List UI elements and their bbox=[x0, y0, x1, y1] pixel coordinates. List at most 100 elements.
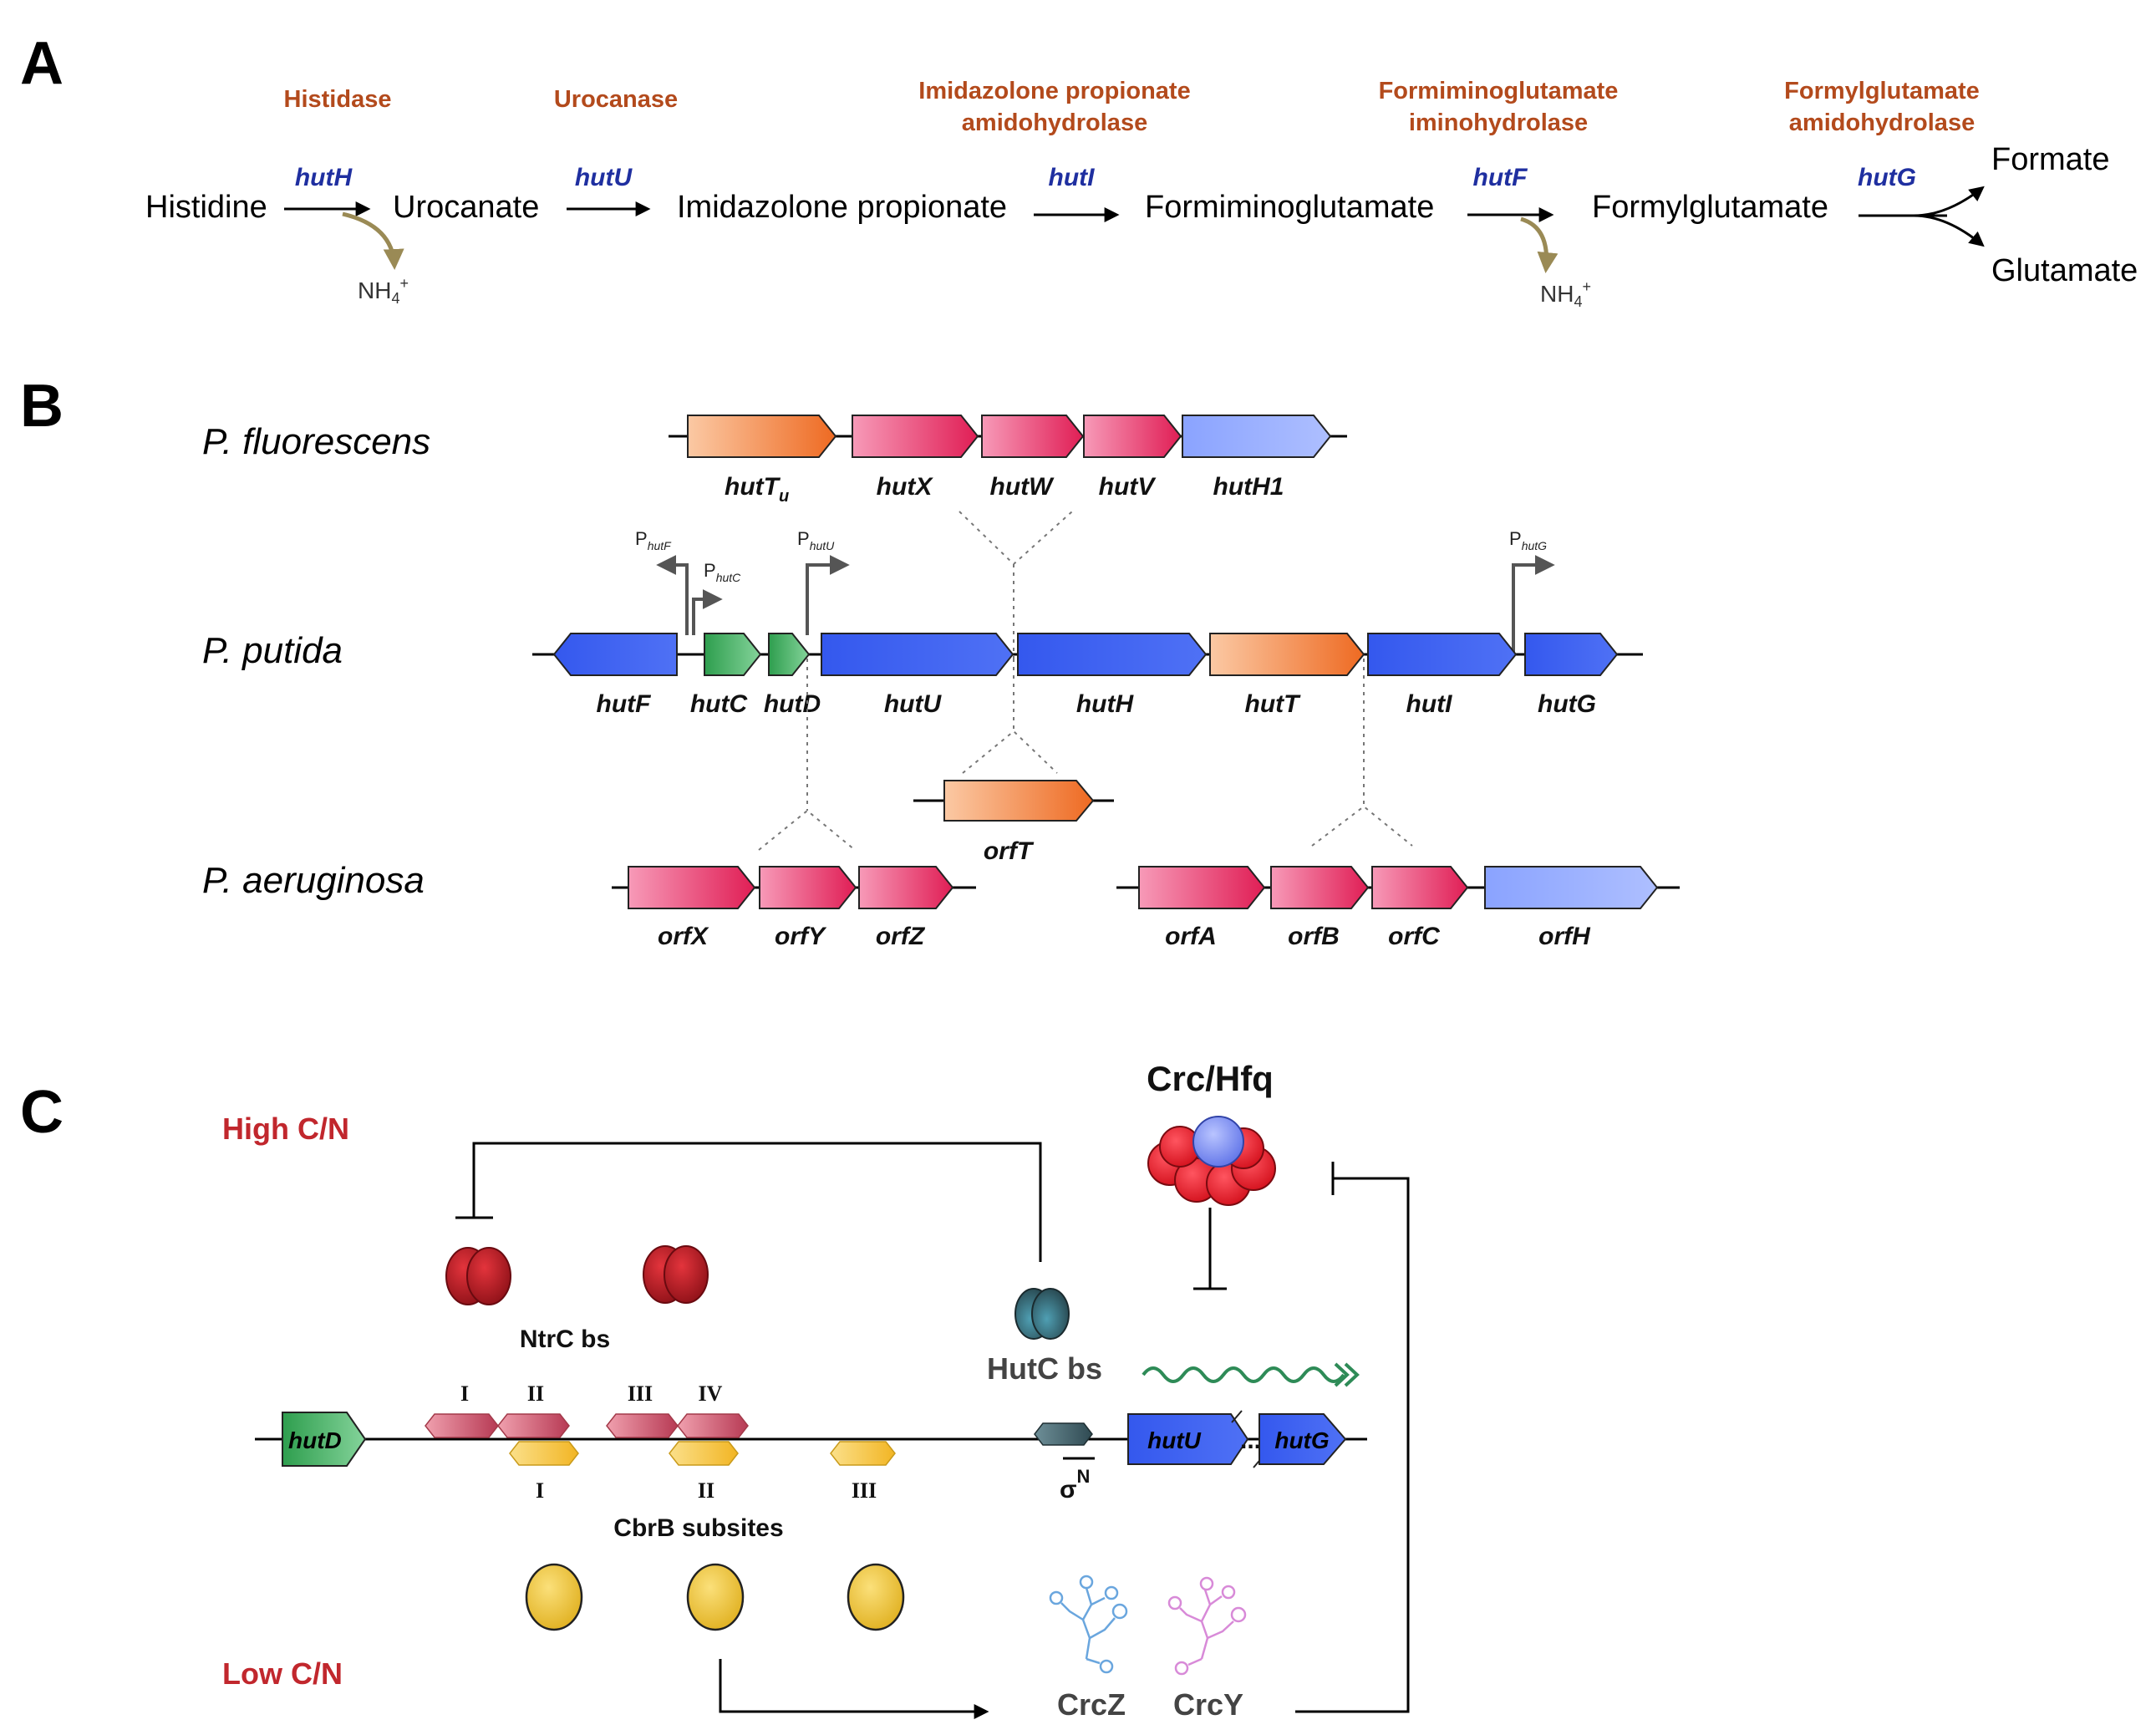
crcy-label: CrcY bbox=[1173, 1687, 1243, 1722]
crc-hfq-complex bbox=[1147, 1116, 1276, 1206]
metabolite-urocanate: Urocanate bbox=[393, 190, 539, 225]
label-orfH: orfH bbox=[1538, 923, 1591, 950]
ntrc-site-III bbox=[606, 1413, 679, 1438]
cbrb-site-I bbox=[509, 1441, 579, 1466]
gene-hutG bbox=[1524, 633, 1619, 676]
gene-ellipsis: ... bbox=[1240, 1427, 1261, 1454]
panel-b-label: B bbox=[20, 373, 64, 440]
label-orfB: orfB bbox=[1288, 923, 1340, 950]
gene-orfX bbox=[628, 866, 756, 909]
insertion-connector-orfABC bbox=[1311, 659, 1413, 847]
hutc-to-ntrc-inhibition bbox=[472, 1142, 1042, 1262]
gene-hutTu bbox=[687, 415, 837, 458]
insertion-connector-orfXYZ bbox=[758, 659, 856, 851]
promoter-hutF bbox=[656, 555, 689, 635]
label-orfY: orfY bbox=[775, 923, 827, 950]
cbrb-site-III-label: III bbox=[852, 1478, 877, 1503]
hutc-bs-label: HutC bs bbox=[987, 1351, 1102, 1386]
gene-hutD bbox=[768, 633, 811, 676]
ntrc-site-IV bbox=[677, 1413, 749, 1438]
cbrb-protein-2 bbox=[686, 1563, 745, 1631]
promoter-hutU-label: PhutU bbox=[797, 528, 835, 552]
metabolite-histidine: Histidine bbox=[145, 190, 267, 225]
ntrc-site-II-label: II bbox=[527, 1381, 544, 1406]
metabolite-glutamate: Glutamate bbox=[1991, 253, 2138, 288]
cbrb-activation-arrow bbox=[719, 1659, 989, 1719]
cbrb-site-II-label: II bbox=[698, 1478, 714, 1503]
ntrc-bs-label: NtrC bs bbox=[520, 1325, 610, 1353]
reg-gene-hutD bbox=[282, 1412, 367, 1467]
label-hutW: hutW bbox=[990, 473, 1055, 501]
label-hutD: hutD bbox=[764, 690, 821, 718]
enzyme-formimino-line2: iminohydrolase bbox=[1409, 109, 1588, 136]
panel-c-label: C bbox=[20, 1079, 64, 1146]
pathway-gene-hutG: hutG bbox=[1858, 164, 1916, 191]
cbrb-site-I-label: I bbox=[536, 1478, 544, 1503]
gene-orfA bbox=[1138, 866, 1266, 909]
arrow-to-formate bbox=[1913, 186, 1985, 217]
metabolite-formylglutamate: Formylglutamate bbox=[1592, 190, 1828, 225]
gene-hutW bbox=[981, 415, 1085, 458]
metabolite-formiminoglutamate: Formiminoglutamate bbox=[1145, 190, 1434, 225]
ntrc-site-II bbox=[497, 1413, 570, 1438]
enzyme-imidazolone-line1: Imidazolone propionate bbox=[918, 78, 1190, 104]
ntrc-site-I-label: I bbox=[460, 1381, 469, 1406]
species-putida: P. putida bbox=[202, 630, 343, 671]
gene-orfY bbox=[759, 866, 857, 909]
reg-gene-hutG-label: hutG bbox=[1274, 1427, 1329, 1453]
transcript-arrowhead bbox=[1334, 1362, 1360, 1387]
gene-hutU bbox=[821, 633, 1014, 676]
gene-orfB bbox=[1270, 866, 1370, 909]
reg-gene-hutG bbox=[1259, 1413, 1347, 1465]
insertion-connector-fluorescens bbox=[959, 511, 1073, 659]
label-hutX: hutX bbox=[877, 473, 934, 501]
enzyme-histidase: Histidase bbox=[284, 86, 392, 113]
promoter-hutU bbox=[806, 555, 850, 635]
enzyme-imidazolone-line2: amidohydrolase bbox=[962, 109, 1147, 136]
label-orfA: orfA bbox=[1165, 923, 1217, 950]
reg-gene-hutU bbox=[1127, 1413, 1249, 1465]
gene-break-left bbox=[1231, 1410, 1243, 1423]
gene-hutH bbox=[1017, 633, 1208, 676]
species-aeruginosa: P. aeruginosa bbox=[202, 860, 425, 901]
label-hutI: hutI bbox=[1406, 690, 1453, 718]
label-hutF: hutF bbox=[597, 690, 652, 718]
gene-hutF bbox=[552, 633, 678, 676]
pathway-gene-hutF: hutF bbox=[1473, 164, 1528, 191]
ammonia-release-arrow-1 bbox=[342, 211, 404, 270]
pathway-gene-hutI: hutI bbox=[1049, 164, 1096, 191]
promoter-hutC-label: PhutC bbox=[704, 560, 741, 584]
cbrb-protein-3 bbox=[847, 1563, 905, 1631]
enzyme-formyl-line1: Formylglutamate bbox=[1784, 78, 1980, 104]
arrow-to-glutamate bbox=[1913, 214, 1985, 247]
label-hutH1: hutH1 bbox=[1213, 473, 1284, 501]
cbrb-protein-1 bbox=[525, 1563, 583, 1631]
label-orfT: orfT bbox=[984, 837, 1035, 865]
cbrb-site-II bbox=[669, 1441, 739, 1466]
label-hutH: hutH bbox=[1076, 690, 1135, 718]
low-cn-label: Low C/N bbox=[222, 1656, 343, 1691]
enzyme-formimino-line1: Formiminoglutamate bbox=[1379, 78, 1619, 104]
species-fluorescens: P. fluorescens bbox=[202, 421, 430, 462]
srna-to-crc-inhibition bbox=[1295, 1177, 1410, 1713]
gene-hutV bbox=[1083, 415, 1182, 458]
metabolite-formate: Formate bbox=[1991, 142, 2109, 177]
high-cn-label: High C/N bbox=[222, 1112, 349, 1146]
pathway-gene-hutU: hutU bbox=[575, 164, 633, 191]
ntrc-dimer-2 bbox=[643, 1245, 709, 1304]
label-orfZ: orfZ bbox=[876, 923, 926, 950]
gene-orfH bbox=[1484, 866, 1659, 909]
hutc-dimer bbox=[1014, 1288, 1070, 1340]
crcz-label: CrcZ bbox=[1057, 1687, 1126, 1722]
cbrb-subsites-label: CbrB subsites bbox=[613, 1514, 783, 1542]
reg-gene-hutU-label: hutU bbox=[1147, 1427, 1202, 1453]
insertion-connector-orfT bbox=[962, 659, 1058, 774]
label-orfX: orfX bbox=[658, 923, 709, 950]
crcy-srna-structure bbox=[1167, 1576, 1247, 1676]
hutc-binding-site bbox=[1034, 1422, 1093, 1446]
reg-gene-hutD-label: hutD bbox=[288, 1427, 342, 1453]
gene-orfZ bbox=[858, 866, 954, 909]
enzyme-urocanase: Urocanase bbox=[554, 86, 678, 113]
gene-hutI bbox=[1367, 633, 1518, 676]
